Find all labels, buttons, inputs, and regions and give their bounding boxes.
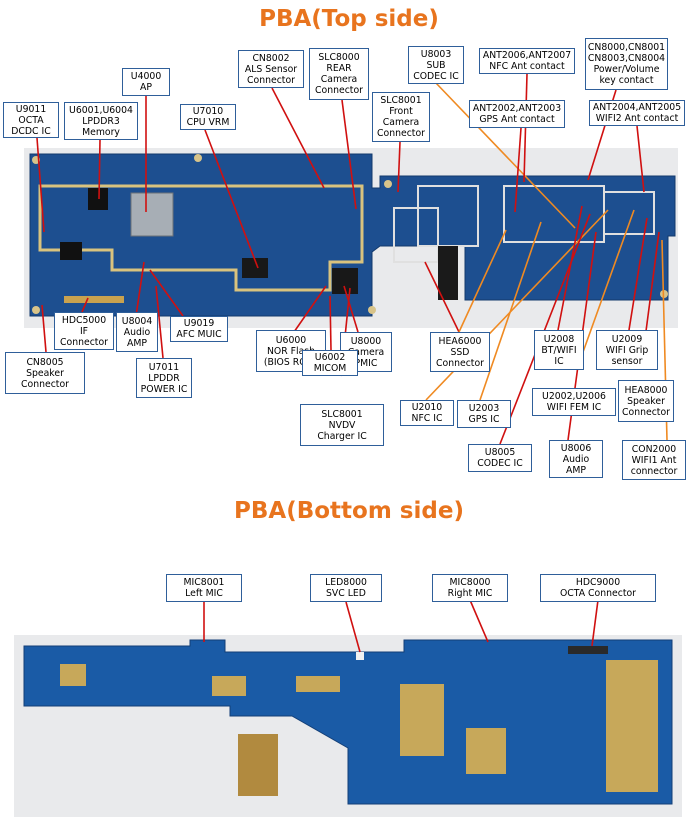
gold-pad-4 — [400, 684, 444, 756]
label-cn8002: CN8002 ALS Sensor Connector — [238, 50, 304, 88]
label-u2003: U2003 GPS IC — [457, 400, 511, 428]
label-mic8000: MIC8000 Right MIC — [432, 574, 508, 602]
label-u9019: U9019 AFC MUIC — [170, 316, 228, 342]
label-hdc5000: HDC5000 IF Connector — [54, 312, 114, 350]
label-u2010: U2010 NFC IC — [400, 400, 454, 426]
label-cn8005: CN8005 Speaker Connector — [5, 352, 85, 394]
label-u8004: U8004 Audio AMP — [116, 312, 158, 352]
label-u8005: U8005 CODEC IC — [468, 444, 532, 472]
ssd-connector — [438, 246, 458, 300]
label-ant2004-ant2005: ANT2004,ANT2005 WIFI2 Ant contact — [589, 100, 685, 126]
label-slc8000: SLC8000 REAR Camera Connector — [309, 48, 369, 100]
gold-pad-3 — [296, 676, 340, 692]
gold-pad-1 — [60, 664, 86, 686]
label-ant2002-ant2003: ANT2002,ANT2003 GPS Ant contact — [469, 100, 565, 128]
bottom-callout-lines — [203, 599, 599, 653]
gold-pad-6 — [606, 660, 658, 792]
label-u8003: U8003 SUB CODEC IC — [408, 46, 464, 84]
memory-chip — [88, 188, 108, 210]
svc-led-part — [356, 652, 364, 660]
label-con2000: CON2000 WIFI1 Ant connector — [622, 440, 686, 480]
label-hea6000: HEA6000 SSD Connector — [430, 332, 490, 372]
ap-chip — [130, 192, 174, 237]
bottom-side-title: PBA(Bottom side) — [234, 498, 464, 524]
label-u6002: U6002 MICOM — [302, 350, 358, 376]
label-u4000: U4000 AP — [122, 68, 170, 96]
label-u2002-u2006: U2002,U2006 WIFI FEM IC — [532, 388, 616, 416]
gold-pad-5 — [466, 728, 506, 774]
sub-shield-4 — [603, 191, 655, 235]
gold-pad-2 — [212, 676, 246, 696]
sub-shield-1 — [393, 207, 439, 263]
label-u2009: U2009 WIFI Grip sensor — [596, 330, 658, 370]
top-board — [29, 153, 676, 317]
label-ant2006-ant2007: ANT2006,ANT2007 NFC Ant contact — [479, 48, 575, 74]
vrm-chip — [242, 258, 268, 278]
label-hea8000: HEA8000 Speaker Connector — [618, 380, 674, 422]
octa-connector-pad — [568, 646, 608, 654]
label-u8006: U8006 Audio AMP — [549, 440, 603, 478]
top-board-shield-outline — [38, 184, 364, 292]
label-u7011: U7011 LPDDR POWER IC — [136, 358, 192, 398]
label-mic8001: MIC8001 Left MIC — [166, 574, 242, 602]
label-cn8000: CN8000,CN8001 CN8003,CN8004 Power/Volume… — [585, 38, 668, 90]
label-hdc9000: HDC9000 OCTA Connector — [540, 574, 656, 602]
label-slc8001-nvdv: SLC8001 NVDV Charger IC — [300, 404, 384, 446]
label-slc8001-front: SLC8001 Front Camera Connector — [372, 92, 430, 142]
label-u9011: U9011 OCTA DCDC IC — [3, 102, 59, 138]
label-u2008: U2008 BT/WIFI IC — [534, 330, 584, 370]
label-led8000: LED8000 SVC LED — [310, 574, 382, 602]
connector-strip — [64, 296, 124, 303]
top-side-title: PBA(Top side) — [259, 6, 439, 32]
bottom-board — [23, 639, 673, 805]
memory-chip-2 — [60, 242, 82, 260]
label-u6001-u6004: U6001,U6004 LPDDR3 Memory — [64, 102, 138, 140]
mounting-holes — [32, 154, 668, 314]
gold-pad-7 — [238, 734, 278, 796]
label-u7010: U7010 CPU VRM — [180, 104, 236, 130]
